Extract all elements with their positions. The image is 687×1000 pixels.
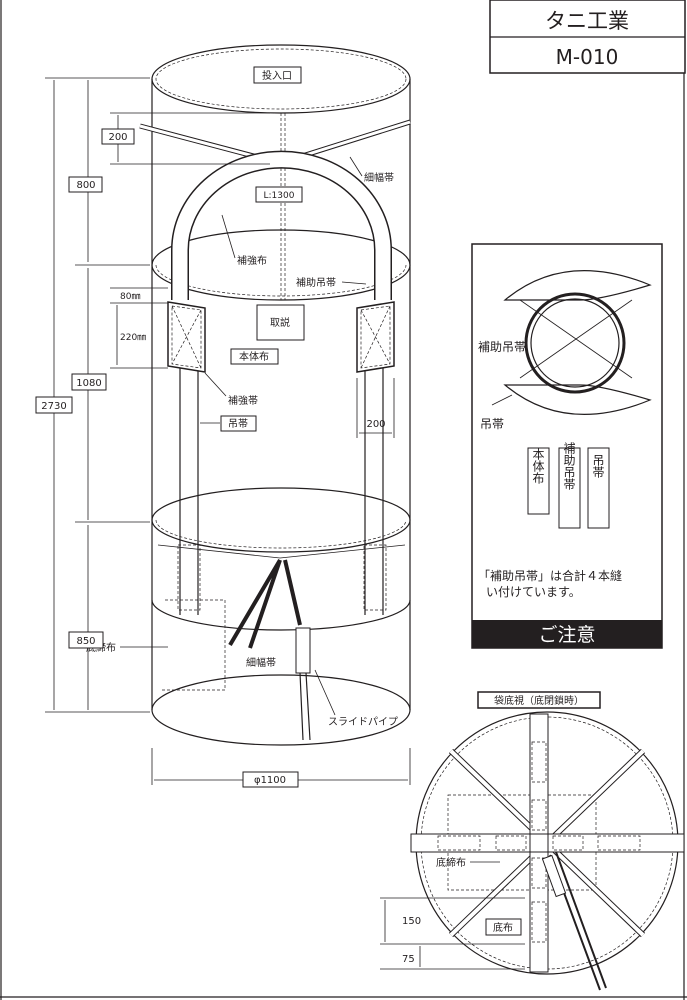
bottom-view-cloth: 底布 <box>493 921 513 934</box>
dim-v-drop: 200 <box>108 132 127 143</box>
notes-aux-sling-label: 補助吊帯 <box>478 340 526 354</box>
label-reinforcement-band: 補強帯 <box>228 394 258 407</box>
title-block: タニ工業 M-010 <box>489 0 686 74</box>
bottom-view-title: 袋底視（底閉鎖時） <box>494 694 584 707</box>
label-sling: 吊帯 <box>228 417 248 430</box>
notes-strip-aux-sling: 補助吊帯 <box>562 442 576 490</box>
label-inlet: 投入口 <box>262 69 292 82</box>
bottom-view: 袋底視（底閉鎖時） 底締布 底布 150 75 <box>380 691 685 991</box>
notes-strip-body-cloth: 本体布 <box>531 448 545 485</box>
label-reinforcement-cloth: 補強布 <box>237 254 267 267</box>
label-slide-pipe: スライドパイプ <box>328 716 398 728</box>
dim-patch-width: 200 <box>366 419 385 430</box>
dim-middle-section: 1080 <box>76 378 101 389</box>
notes-line-2: い付けています。 <box>486 585 581 599</box>
label-aux-sling: 補助吊帯 <box>296 276 336 289</box>
label-loop-length: L:1300 <box>264 191 295 201</box>
model-number: M-010 <box>556 45 619 69</box>
notes-panel: 補助吊帯 吊帯 本体布 補助吊帯 吊帯 「補助吊帯」は合計４本縫 い付けています… <box>471 243 663 649</box>
notes-sling-label: 吊帯 <box>480 417 504 431</box>
notes-footer: ご注意 <box>538 624 595 646</box>
dim-total-height: 2730 <box>41 401 66 412</box>
bottom-view-dim-75: 75 <box>402 954 415 965</box>
dim-patch-offset: 80㎜ <box>120 292 140 302</box>
bag-side-view <box>139 44 411 746</box>
label-body-cloth: 本体布 <box>239 350 269 363</box>
label-narrow-band-bottom: 細幅帯 <box>246 656 276 669</box>
dim-patch-height: 220㎜ <box>120 333 146 343</box>
label-instructions: 取説 <box>270 316 290 329</box>
dim-bottom-section: 850 <box>76 636 95 647</box>
bottom-view-tie-cloth: 底締布 <box>436 856 466 869</box>
company-name: タニ工業 <box>545 9 629 33</box>
notes-line-1: 「補助吊帯」は合計４本縫 <box>478 568 622 583</box>
dim-diameter: φ1100 <box>254 775 286 786</box>
notes-strip-sling: 吊帯 <box>591 454 605 478</box>
dim-top-section: 800 <box>76 180 95 191</box>
bottom-view-dim-150: 150 <box>402 916 421 927</box>
label-narrow-band-top: 細幅帯 <box>364 171 394 184</box>
